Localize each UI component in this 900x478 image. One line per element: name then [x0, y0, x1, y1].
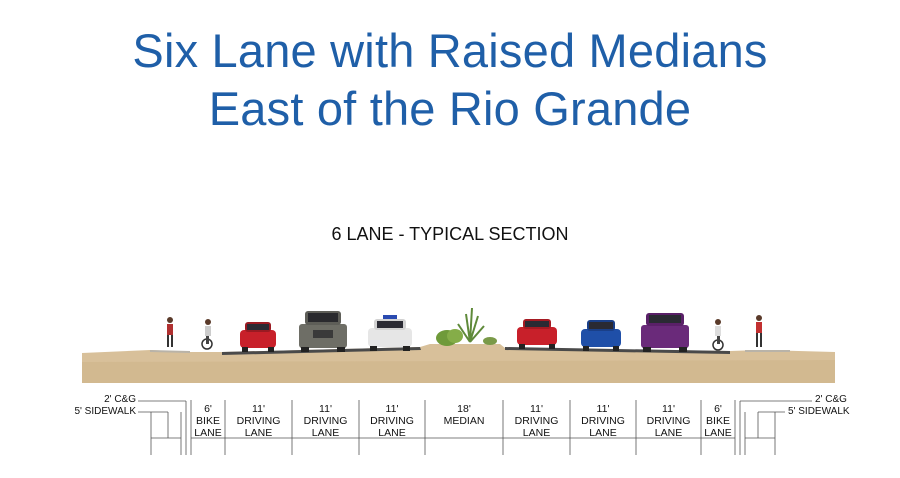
lane-width: 11' [385, 403, 399, 415]
left-curb-label: 2' C&G [104, 394, 136, 405]
red-car-left [240, 322, 276, 352]
lane-width: 11' [662, 403, 675, 415]
right-curb-label: 2' C&G [815, 394, 847, 405]
lane-name: DRIVING LANE [236, 415, 281, 439]
lane-label-8: 11'DRIVING LANE [636, 403, 701, 439]
lane-name: DRIVING LANE [514, 415, 559, 439]
gray-pickup-truck [299, 311, 347, 352]
lane-label-7: 11'DRIVING LANE [570, 403, 636, 439]
title-line-1: Six Lane with Raised Medians [132, 24, 768, 77]
pedestrian-left [167, 317, 173, 347]
lane-width: 6' [714, 403, 722, 415]
cyclist-left [201, 319, 213, 350]
lane-label-6: 11'DRIVING LANE [503, 403, 570, 439]
lane-width: 11' [252, 403, 265, 415]
lane-name: BIKE LANE [704, 415, 732, 439]
police-car [368, 315, 412, 351]
lane-name: BIKE LANE [194, 415, 222, 439]
lane-label-4: 11'DRIVING LANE [359, 403, 425, 439]
lane-width: 6' [204, 403, 212, 415]
section-title: 6 LANE - TYPICAL SECTION [331, 224, 569, 244]
lane-name: DRIVING LANE [370, 415, 414, 439]
title-line-2: East of the Rio Grande [208, 82, 692, 135]
soil-layer [82, 344, 835, 383]
lane-name: MEDIAN [443, 415, 485, 427]
lane-name: DRIVING LANE [646, 415, 691, 439]
blue-car [581, 320, 621, 351]
lane-label-9: 6'BIKE LANE [701, 403, 735, 439]
pedestrian-right [756, 315, 762, 347]
lane-label-3: 11'DRIVING LANE [292, 403, 359, 439]
lane-label-2: 11'DRIVING LANE [225, 403, 292, 439]
lane-width: 11' [530, 403, 543, 415]
lane-name: DRIVING LANE [581, 415, 625, 439]
lane-width: 18' [457, 403, 471, 415]
right-sidewalk-label: 5' SIDEWALK [788, 406, 850, 417]
lane-width: 11' [319, 403, 332, 415]
median-plants [436, 307, 497, 346]
lane-label-5: 18'MEDIAN [425, 403, 503, 427]
lane-name: DRIVING LANE [303, 415, 348, 439]
cyclist-right [712, 319, 724, 351]
page-title: Six Lane with Raised Medians East of the… [0, 22, 900, 138]
lane-label-1: 6'BIKE LANE [191, 403, 225, 439]
red-car-right [517, 319, 557, 349]
lane-width: 11' [596, 403, 610, 415]
left-sidewalk-label: 5' SIDEWALK [74, 406, 136, 417]
purple-suv [641, 313, 689, 352]
dimension-lines [138, 400, 812, 455]
